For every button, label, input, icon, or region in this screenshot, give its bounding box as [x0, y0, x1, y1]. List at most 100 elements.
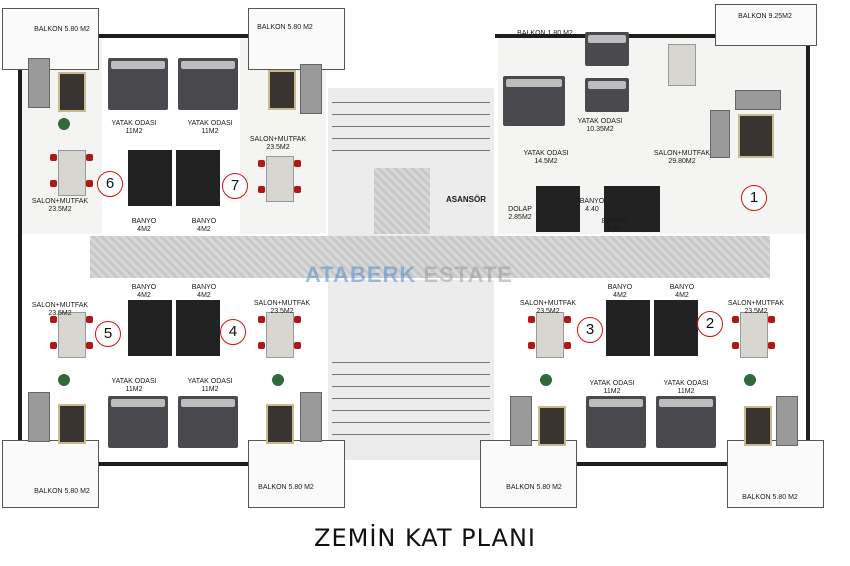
outer-wall-bottom-left: [18, 462, 326, 466]
rug: [538, 406, 566, 446]
unit-2-marker: 2: [697, 311, 723, 337]
room-label: SALON+MUTFAK 23.5M2: [31, 302, 89, 317]
rug: [744, 406, 772, 446]
bed: [178, 396, 238, 448]
bathroom: [606, 300, 650, 356]
stair-step: [332, 374, 490, 375]
watermark-brand: ATABERK: [305, 262, 417, 287]
unit-6-marker: 6: [97, 171, 123, 197]
stair-step: [332, 422, 490, 423]
balcony: [715, 4, 817, 46]
room-label: YATAK ODASI 11M2: [187, 378, 233, 393]
outer-wall-top-left: [18, 34, 326, 38]
stair-step: [332, 102, 490, 103]
stair-step: [332, 150, 490, 151]
room-label: BANYO 4M2: [669, 284, 695, 299]
balcony: [727, 440, 824, 508]
room-label: YATAK ODASI 11M2: [111, 120, 157, 135]
bathroom: [536, 186, 580, 232]
room-label: YATAK ODASI 10.35M2: [577, 118, 623, 133]
chair: [86, 180, 93, 187]
balcony: [2, 440, 99, 508]
watermark-suffix: ESTATE: [423, 262, 513, 287]
dining-table: [536, 312, 564, 358]
chair: [50, 154, 57, 161]
plan-title: ZEMİN KAT PLANI: [314, 524, 536, 552]
outer-wall-right: [806, 34, 810, 466]
chair: [768, 342, 775, 349]
chair: [258, 160, 265, 167]
chair: [528, 316, 535, 323]
room-label: BALKON 5.80 M2: [34, 488, 90, 495]
dining-table: [266, 312, 294, 358]
balcony: [248, 440, 345, 508]
chair: [50, 342, 57, 349]
plant: [58, 118, 70, 130]
room-label: BALKON 5.80 M2: [506, 484, 562, 491]
room-label: BANYO 4M2: [191, 218, 217, 233]
unit-5-marker: 5: [95, 321, 121, 347]
plant: [540, 374, 552, 386]
chair: [86, 316, 93, 323]
unit-7-marker: 7: [222, 173, 248, 199]
bathroom: [604, 186, 660, 232]
chair: [86, 154, 93, 161]
bed: [656, 396, 716, 448]
sofa: [735, 90, 781, 110]
sofa: [300, 392, 322, 442]
dining-table: [58, 150, 86, 196]
room-label: BALKON 5.80 M2: [742, 494, 798, 501]
chair: [528, 342, 535, 349]
balcony: [2, 8, 99, 70]
chair: [50, 180, 57, 187]
bed: [585, 78, 629, 112]
elevator-shaft: [374, 168, 430, 234]
rug: [58, 404, 86, 444]
bed: [178, 58, 238, 110]
floor-plan: ASANSÖR: [2, 4, 824, 508]
room-label: DOLAP 2.85M2: [508, 206, 532, 221]
room-label: YATAK ODASI 11M2: [589, 380, 635, 395]
rug: [266, 404, 294, 444]
stair-step: [332, 126, 490, 127]
outer-wall-bottom-right: [495, 462, 810, 466]
room-label: BANYO 4.85: [601, 218, 627, 233]
sofa: [776, 396, 798, 446]
room-label: YATAK ODASI 14.5M2: [523, 150, 569, 165]
stair-step: [332, 362, 490, 363]
bed: [108, 396, 168, 448]
chair: [732, 316, 739, 323]
sofa: [510, 396, 532, 446]
room-label: BANYO 4M2: [131, 284, 157, 299]
dining-table: [58, 312, 86, 358]
dining-table: [266, 156, 294, 202]
room-label: YATAK ODASI 11M2: [663, 380, 709, 395]
chair: [294, 160, 301, 167]
rug: [738, 114, 774, 158]
stair-step: [332, 398, 490, 399]
room-label: SALON+MUTFAK 23.5M2: [249, 136, 307, 151]
chair: [294, 316, 301, 323]
central-corridor: [90, 236, 770, 278]
room-label: BANYO 4M2: [607, 284, 633, 299]
bathroom: [176, 150, 220, 206]
chair: [294, 186, 301, 193]
chair: [294, 342, 301, 349]
rug: [58, 72, 86, 112]
outer-wall-left: [18, 34, 22, 466]
room-label: SALON+MUTFAK 23.5M2: [727, 300, 785, 315]
bathroom: [176, 300, 220, 356]
bed: [585, 32, 629, 66]
sofa: [300, 64, 322, 114]
balcony: [248, 8, 345, 70]
unit-3-marker: 3: [577, 317, 603, 343]
chair: [564, 316, 571, 323]
stair-step: [332, 138, 490, 139]
outer-wall-top-right: [495, 34, 810, 38]
dining-table: [668, 44, 696, 86]
watermark-logo: ATABERK ESTATE: [305, 262, 513, 288]
sofa: [28, 58, 50, 108]
elevator-label: ASANSÖR: [445, 195, 487, 204]
room-label: BALKON 9.25M2: [738, 13, 792, 20]
bathroom: [128, 150, 172, 206]
